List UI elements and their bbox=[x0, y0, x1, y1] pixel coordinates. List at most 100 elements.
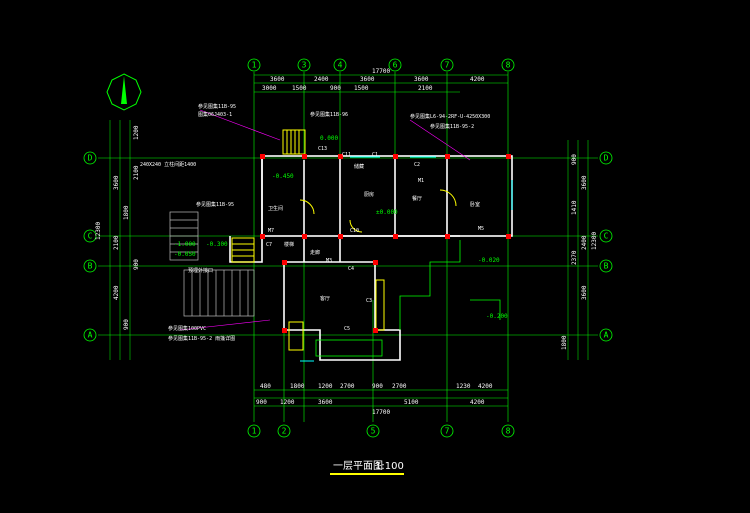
opening-mark: C2 bbox=[414, 162, 420, 168]
room-label: 卧室 bbox=[470, 201, 480, 208]
dim-bottom: 5100 bbox=[404, 399, 419, 406]
opening-mark: C1 bbox=[372, 152, 378, 158]
callout-text: 240X240 立柱间距1400 bbox=[140, 161, 196, 168]
opening-mark: M1 bbox=[418, 178, 424, 184]
opening-mark: M5 bbox=[478, 226, 484, 232]
dim-bottom: 4200 bbox=[470, 399, 485, 406]
axis-right-label: B bbox=[604, 262, 609, 271]
callout-text: 参见图集11B-95 bbox=[198, 103, 236, 110]
dim-bottom: 900 bbox=[372, 383, 383, 390]
dimension-lines bbox=[109, 74, 589, 407]
callout-text: 参见图集11B-95 bbox=[196, 201, 234, 208]
dim-left: 1800 bbox=[123, 205, 130, 220]
dim-left: 3600 bbox=[113, 175, 120, 190]
axis-bottom-label: 5 bbox=[371, 427, 376, 436]
dim-bottom-total: 17700 bbox=[372, 409, 390, 416]
dim-top: 3600 bbox=[270, 76, 285, 83]
room-label: 储藏 bbox=[354, 163, 364, 170]
opening-mark: C11 bbox=[342, 152, 351, 158]
dim-right: 900 bbox=[571, 154, 578, 165]
axis-left-label: C bbox=[88, 232, 93, 241]
dim-bottom: 1200 bbox=[280, 399, 295, 406]
terrace-outline bbox=[315, 240, 501, 357]
axis-bubbles bbox=[83, 58, 613, 438]
elevation-mark: -0.020 bbox=[478, 257, 500, 264]
callout-text: 参见图集11B-95-2 雨篷详图 bbox=[168, 335, 235, 342]
axis-right-label: C bbox=[604, 232, 609, 241]
callout-text: 预埋外接口 bbox=[188, 267, 213, 274]
dim-bottom: 480 bbox=[260, 383, 271, 390]
axis-left-label: A bbox=[88, 331, 93, 340]
elevation-mark: -1.000 bbox=[174, 241, 196, 248]
room-label: 卫生间 bbox=[268, 205, 283, 212]
dim-bottom: 1200 bbox=[318, 383, 333, 390]
axis-right-label: D bbox=[604, 154, 609, 163]
axis-bottom-label: 2 bbox=[282, 427, 287, 436]
dim-top: 1500 bbox=[354, 85, 369, 92]
dim-left: 900 bbox=[123, 319, 130, 330]
dim-left: 4200 bbox=[113, 285, 120, 300]
axis-right-label: A bbox=[604, 331, 609, 340]
elevation-mark: 0.000 bbox=[320, 135, 338, 142]
leader-lines bbox=[179, 109, 471, 331]
callout-text: 参见图集L6-94-2RF-U-4250X300 bbox=[410, 113, 490, 120]
dim-left: 1200 bbox=[133, 125, 140, 140]
room-label: 餐厅 bbox=[412, 195, 422, 202]
room-label: 走廊 bbox=[310, 249, 320, 256]
dim-right: 1800 bbox=[561, 335, 568, 350]
axis-top-label: 8 bbox=[506, 61, 511, 70]
walls bbox=[229, 155, 513, 361]
axis-top-label: 6 bbox=[393, 61, 398, 70]
columns bbox=[260, 154, 511, 333]
opening-mark: C13 bbox=[318, 146, 327, 152]
opening-mark: M7 bbox=[268, 228, 274, 234]
dim-right: 2400 bbox=[581, 235, 588, 250]
drawing-title: 一层平面图 bbox=[333, 460, 383, 472]
axis-top-label: 7 bbox=[445, 61, 450, 70]
opening-mark: C3 bbox=[366, 298, 372, 304]
dim-left: 900 bbox=[133, 259, 140, 270]
dim-right: 2370 bbox=[571, 250, 578, 265]
dim-bottom: 2700 bbox=[340, 383, 355, 390]
axis-left-label: D bbox=[88, 154, 93, 163]
elevation-mark: ±0.000 bbox=[376, 209, 398, 216]
opening-mark: C7 bbox=[266, 242, 272, 248]
dim-right: 3600 bbox=[581, 285, 588, 300]
elevation-mark: -0.050 bbox=[174, 251, 196, 258]
dim-bottom: 4200 bbox=[478, 383, 493, 390]
axis-bottom-label: 1 bbox=[252, 427, 257, 436]
dim-top: 1500 bbox=[292, 85, 307, 92]
room-label: 楼梯 bbox=[284, 241, 294, 248]
axis-top-label: 1 bbox=[252, 61, 257, 70]
dim-top: 3600 bbox=[414, 76, 429, 83]
opening-mark: C5 bbox=[344, 326, 350, 332]
dim-left: 2100 bbox=[113, 235, 120, 250]
room-label: 客厅 bbox=[320, 295, 330, 302]
axis-bottom-label: 7 bbox=[445, 427, 450, 436]
dim-top: 900 bbox=[330, 85, 341, 92]
axis-top-label: 3 bbox=[302, 61, 307, 70]
dim-top: 3000 bbox=[262, 85, 277, 92]
outdoor-stairs bbox=[169, 211, 255, 317]
opening-mark: M3 bbox=[326, 258, 332, 264]
dim-top: 4200 bbox=[470, 76, 485, 83]
dim-bottom: 900 bbox=[256, 399, 267, 406]
axis-top-label: 4 bbox=[338, 61, 343, 70]
north-arrow-icon bbox=[106, 73, 142, 111]
room-label: 厨房 bbox=[364, 191, 374, 198]
dim-bottom: 3600 bbox=[318, 399, 333, 406]
dim-right: 1410 bbox=[571, 200, 578, 215]
dim-bottom: 2700 bbox=[392, 383, 407, 390]
callout-text: 参见图集100PVC bbox=[168, 325, 206, 332]
dim-right: 12300 bbox=[591, 232, 598, 250]
drawing-scale: 1:100 bbox=[375, 461, 404, 472]
callout-text: 参见图集11B-96 bbox=[310, 111, 348, 118]
callout-text: 图集06J403-1 bbox=[198, 111, 232, 118]
windows bbox=[300, 156, 513, 362]
opening-mark: C4 bbox=[348, 266, 354, 272]
grid-lines bbox=[98, 72, 598, 422]
doors-stairs bbox=[231, 129, 457, 351]
dim-left: 12300 bbox=[95, 222, 102, 240]
